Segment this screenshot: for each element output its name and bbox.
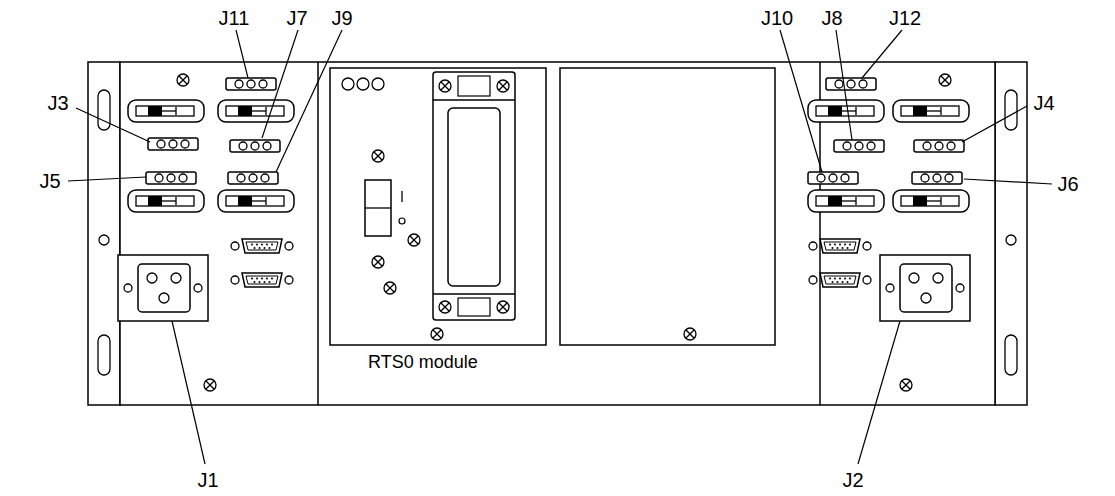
callout-label: J2 (842, 470, 863, 490)
callout-label: J12 (889, 8, 921, 28)
callout-label: J1 (197, 470, 218, 490)
module-label: RTS0 module (368, 353, 478, 371)
callout-label: J3 (47, 93, 68, 113)
callout-label: J6 (1057, 174, 1078, 194)
callout-label: J9 (331, 8, 352, 28)
callout-label: J11 (219, 8, 250, 28)
callout-label: J4 (1033, 93, 1054, 113)
callout-label: J10 (761, 8, 793, 28)
callout-label: J8 (821, 8, 842, 28)
leader-lines (68, 30, 1052, 464)
callout-label: J5 (39, 171, 60, 191)
callout-label: J7 (286, 8, 307, 28)
